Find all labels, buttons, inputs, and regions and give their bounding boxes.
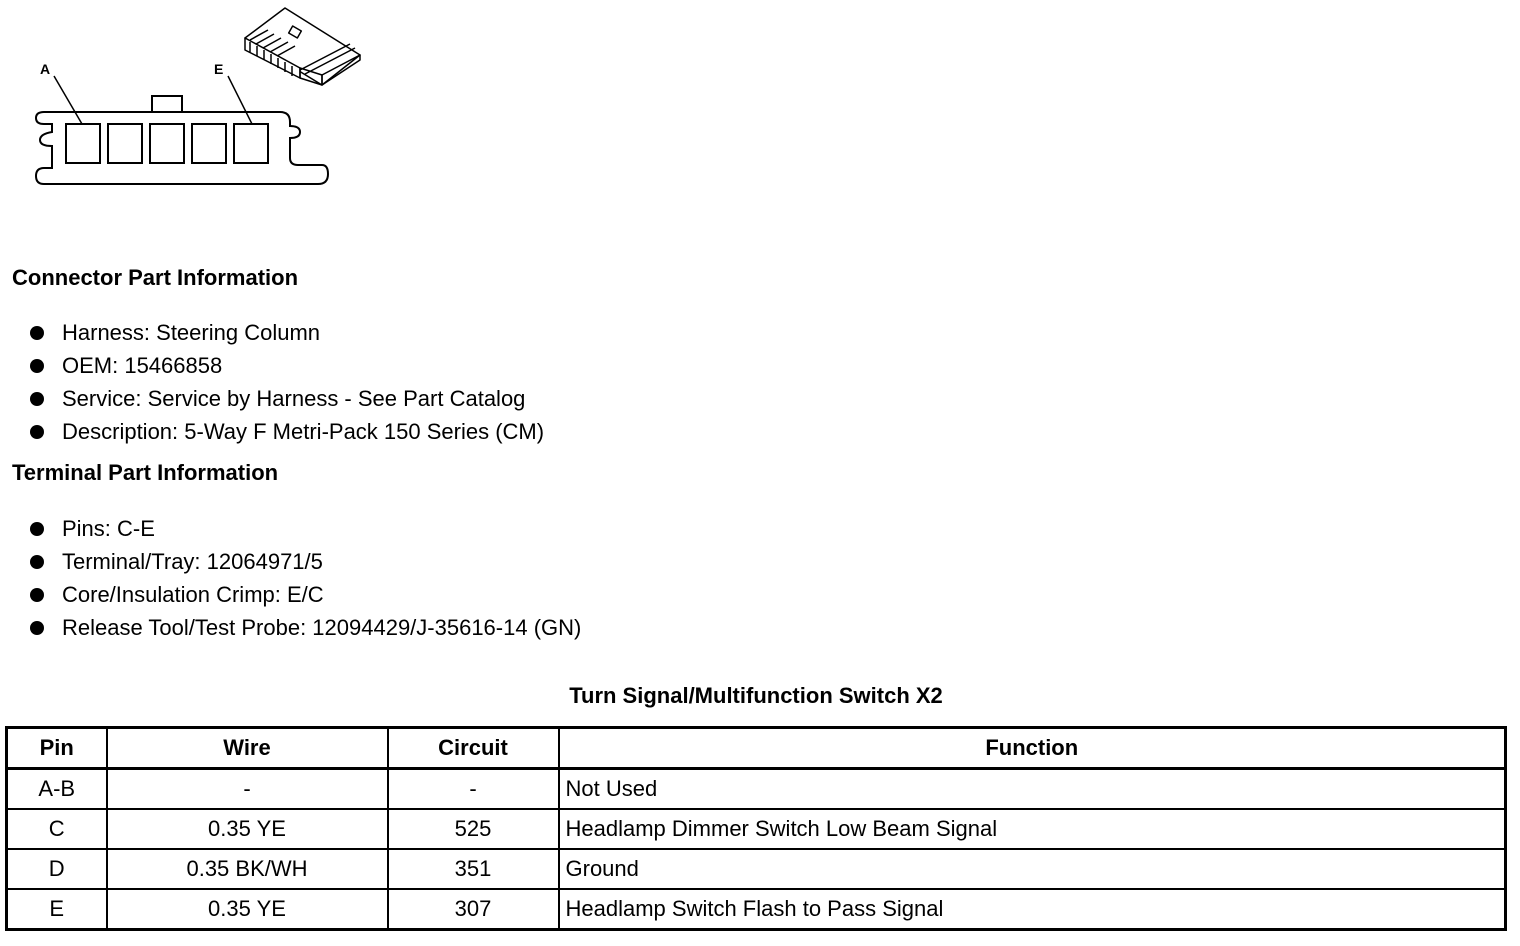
cell-circuit: 307 [386,888,560,931]
pin-cavity-a [65,123,101,164]
list-item: Harness: Steering Column [28,316,544,349]
cell-function: Not Used [557,767,1507,810]
list-item-text: Pins: C-E [62,516,155,541]
bullet-icon [30,588,44,602]
table-row: C 0.35 YE 525 Headlamp Dimmer Switch Low… [5,808,1507,850]
pin-cavity-c [149,123,185,164]
table-title: Turn Signal/Multifunction Switch X2 [569,683,943,708]
connector-diagram: A E [34,7,361,185]
cell-wire: 0.35 YE [105,888,389,931]
connector-info-heading: Connector Part Information [12,265,299,290]
list-item-text: Description: 5-Way F Metri-Pack 150 Seri… [62,419,545,444]
connector-thumbnail [244,7,361,86]
column-header-wire: Wire [105,726,389,770]
list-item-text: Harness: Steering Column [62,320,321,345]
bullet-icon [30,359,44,373]
cell-pin: C [5,808,108,850]
list-item: Description: 5-Way F Metri-Pack 150 Seri… [28,415,544,448]
cell-circuit: 525 [386,808,560,850]
cell-function: Headlamp Dimmer Switch Low Beam Signal [557,808,1507,850]
terminal-info-list: Pins: C-E Terminal/Tray: 12064971/5 Core… [28,512,581,644]
bullet-icon [30,621,44,635]
list-item: Service: Service by Harness - See Part C… [28,382,544,415]
list-item: Pins: C-E [28,512,581,545]
list-item-text: Release Tool/Test Probe: 12094429/J-3561… [62,615,582,640]
pin-cavity-e [233,123,269,164]
bullet-icon [30,522,44,536]
column-header-pin: Pin [5,726,108,770]
column-header-circuit: Circuit [386,726,560,770]
cell-wire: 0.35 YE [105,808,389,850]
bullet-icon [30,326,44,340]
pin-cavity-d [191,123,227,164]
bullet-icon [30,425,44,439]
terminal-info-heading: Terminal Part Information [12,460,279,485]
list-item-text: Terminal/Tray: 12064971/5 [62,549,323,574]
pin-cavity-b [107,123,143,164]
pin-label-e: E [214,61,223,77]
connector-info-list: Harness: Steering Column OEM: 15466858 S… [28,316,544,448]
table-row: A-B - - Not Used [5,767,1507,810]
cell-circuit: - [386,767,560,810]
table-header-row: Pin Wire Circuit Function [5,726,1507,770]
list-item: Release Tool/Test Probe: 12094429/J-3561… [28,611,581,644]
cell-function: Ground [557,848,1507,890]
list-item: Terminal/Tray: 12064971/5 [28,545,581,578]
table-row: D 0.35 BK/WH 351 Ground [5,848,1507,890]
cell-pin: A-B [5,767,108,810]
list-item-text: Core/Insulation Crimp: E/C [62,582,324,607]
connector-face [34,75,330,185]
pin-label-a: A [40,61,50,77]
list-item-text: OEM: 15466858 [62,353,223,378]
pinout-table: Pin Wire Circuit Function A-B - - Not Us… [5,726,1507,931]
list-item-text: Service: Service by Harness - See Part C… [62,386,526,411]
table-row: E 0.35 YE 307 Headlamp Switch Flash to P… [5,888,1507,931]
bullet-icon [30,392,44,406]
list-item: OEM: 15466858 [28,349,544,382]
cell-wire: - [105,767,389,810]
cell-wire: 0.35 BK/WH [105,848,389,890]
cell-function: Headlamp Switch Flash to Pass Signal [557,888,1507,931]
cell-pin: D [5,848,108,890]
list-item: Core/Insulation Crimp: E/C [28,578,581,611]
cell-circuit: 351 [386,848,560,890]
bullet-icon [30,555,44,569]
column-header-function: Function [557,726,1507,770]
cell-pin: E [5,888,108,931]
